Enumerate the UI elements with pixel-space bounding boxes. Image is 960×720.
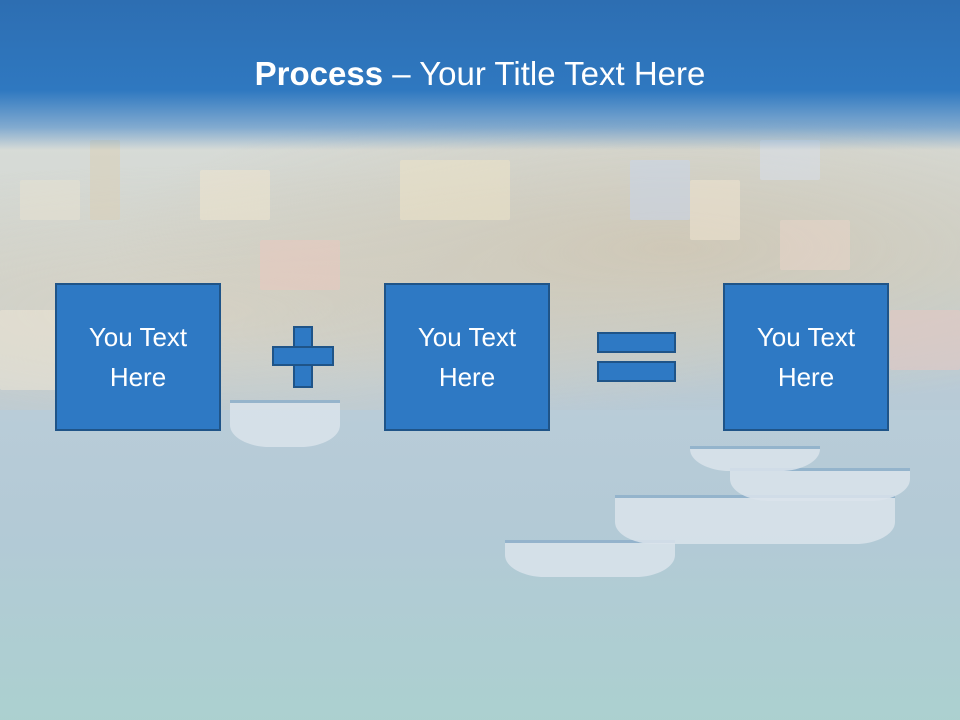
process-box-2: You Text Here [384,283,550,431]
title-rest: – Your Title Text Here [383,55,706,92]
process-box-2-label: You Text Here [417,322,517,392]
house [0,310,60,390]
house [260,240,340,290]
boat [730,468,910,501]
process-box-1-label: You Text Here [88,322,188,392]
slide-title: Process – Your Title Text Here [0,52,960,96]
process-box-3: You Text Here [723,283,889,431]
title-bold: Process [254,55,384,92]
boat [690,446,820,471]
house [90,140,120,220]
equals-bottom-bar [597,361,676,382]
boat [505,540,675,577]
house [890,310,960,370]
title-band [0,0,960,150]
house [20,180,80,220]
process-box-3-label: You Text Here [756,322,856,392]
process-box-1: You Text Here [55,283,221,431]
house [400,160,510,220]
plus-center [295,348,311,364]
equals-top-bar [597,332,676,353]
house [630,160,690,220]
house [200,170,270,220]
boat [230,400,340,447]
house [690,180,740,240]
house [780,220,850,270]
boat [615,495,895,544]
